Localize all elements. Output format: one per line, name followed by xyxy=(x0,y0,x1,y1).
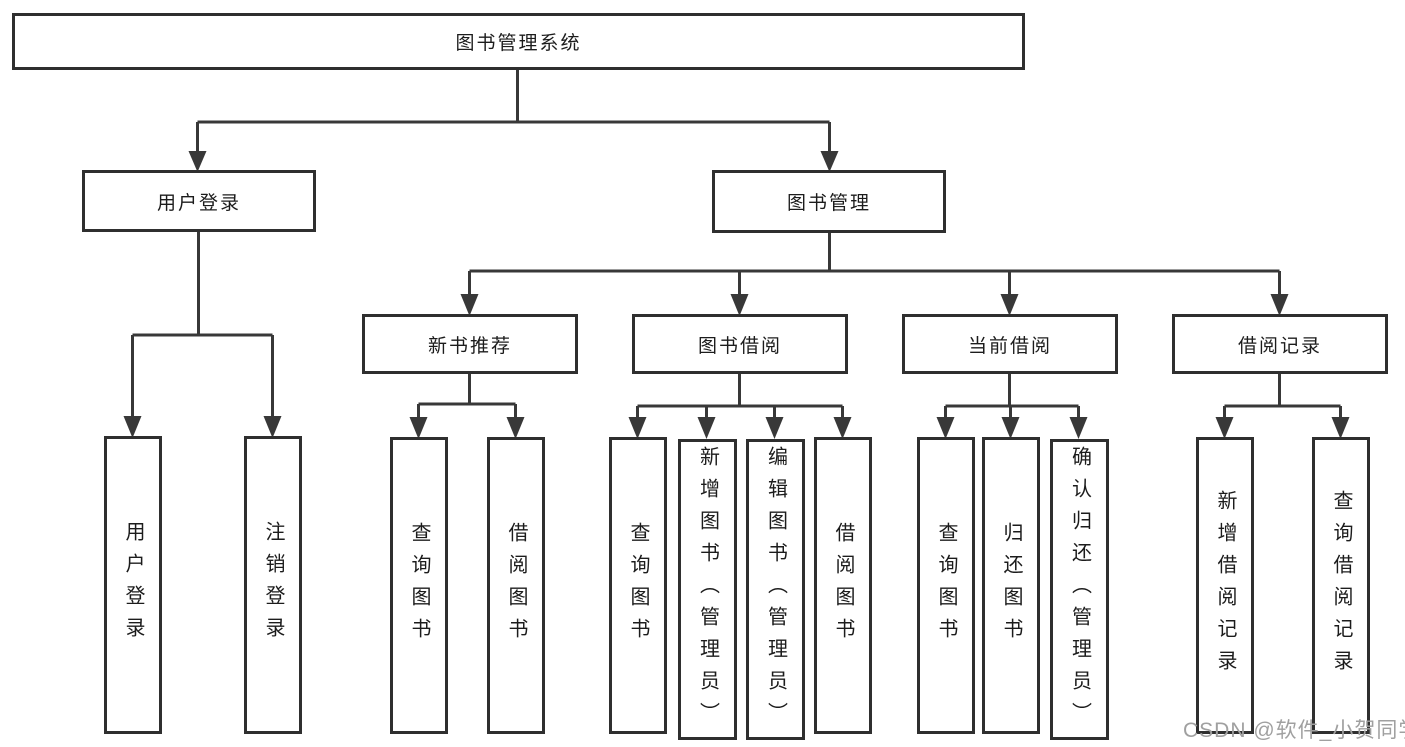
leaf-newbook-borrow-books-label: 借阅图书 xyxy=(505,521,527,650)
leaf-return-books-box: 归还图书 xyxy=(982,437,1040,734)
borrowing-records-box: 借阅记录 xyxy=(1172,314,1388,374)
leaf-borrowing-borrow-books-box: 借阅图书 xyxy=(814,437,872,734)
book-borrowing-label: 图书借阅 xyxy=(697,335,782,357)
leaf-borrowing-borrow-books-label: 借阅图书 xyxy=(832,521,854,650)
current-borrowing-box: 当前借阅 xyxy=(902,314,1118,374)
leaf-query-borrow-record-label: 查询借阅记录 xyxy=(1330,489,1352,682)
leaf-logout-box: 注销登录 xyxy=(244,436,302,734)
leaf-user-login-label: 用户登录 xyxy=(122,521,144,649)
new-book-recommend-label: 新书推荐 xyxy=(427,335,512,357)
leaf-add-borrow-record-label: 新增借阅记录 xyxy=(1214,489,1236,682)
leaf-newbook-query-books-box: 查询图书 xyxy=(390,437,448,734)
borrowing-records-label: 借阅记录 xyxy=(1237,335,1322,357)
leaf-borrowing-query-books-label: 查询图书 xyxy=(627,521,649,650)
csdn-watermark: CSDN @软件_小贺同学 xyxy=(1183,719,1405,742)
leaf-newbook-borrow-books-box: 借阅图书 xyxy=(487,437,545,734)
library-system-root-label: 图书管理系统 xyxy=(455,33,582,54)
leaf-add-books-admin-box: 新增图书（管理员） xyxy=(678,439,737,740)
new-book-recommend-box: 新书推荐 xyxy=(362,314,578,374)
leaf-edit-books-admin-box: 编辑图书（管理员） xyxy=(746,439,805,740)
leaf-add-books-admin-label: 新增图书（管理员） xyxy=(696,445,719,734)
leaf-newbook-query-books-label: 查询图书 xyxy=(408,521,430,650)
book-management-group-label: 图书管理 xyxy=(786,193,871,214)
leaf-return-books-label: 归还图书 xyxy=(1000,521,1022,650)
leaf-borrowing-query-books-box: 查询图书 xyxy=(609,437,667,734)
leaf-user-login-box: 用户登录 xyxy=(104,436,162,734)
leaf-confirm-return-admin-box: 确认归还（管理员） xyxy=(1050,439,1109,740)
leaf-confirm-return-admin-label: 确认归还（管理员） xyxy=(1068,445,1091,734)
user-login-group-box: 用户登录 xyxy=(82,170,316,232)
current-borrowing-label: 当前借阅 xyxy=(967,335,1052,357)
leaf-current-query-books-label: 查询图书 xyxy=(935,521,957,650)
leaf-query-borrow-record-box: 查询借阅记录 xyxy=(1312,437,1370,734)
leaf-edit-books-admin-label: 编辑图书（管理员） xyxy=(764,445,787,734)
user-login-group-label: 用户登录 xyxy=(156,192,241,214)
library-system-root-box: 图书管理系统 xyxy=(12,13,1025,70)
leaf-logout-label: 注销登录 xyxy=(262,521,284,649)
leaf-add-borrow-record-box: 新增借阅记录 xyxy=(1196,437,1254,734)
book-borrowing-box: 图书借阅 xyxy=(632,314,848,374)
book-management-group-box: 图书管理 xyxy=(712,170,946,233)
leaf-current-query-books-box: 查询图书 xyxy=(917,437,975,734)
